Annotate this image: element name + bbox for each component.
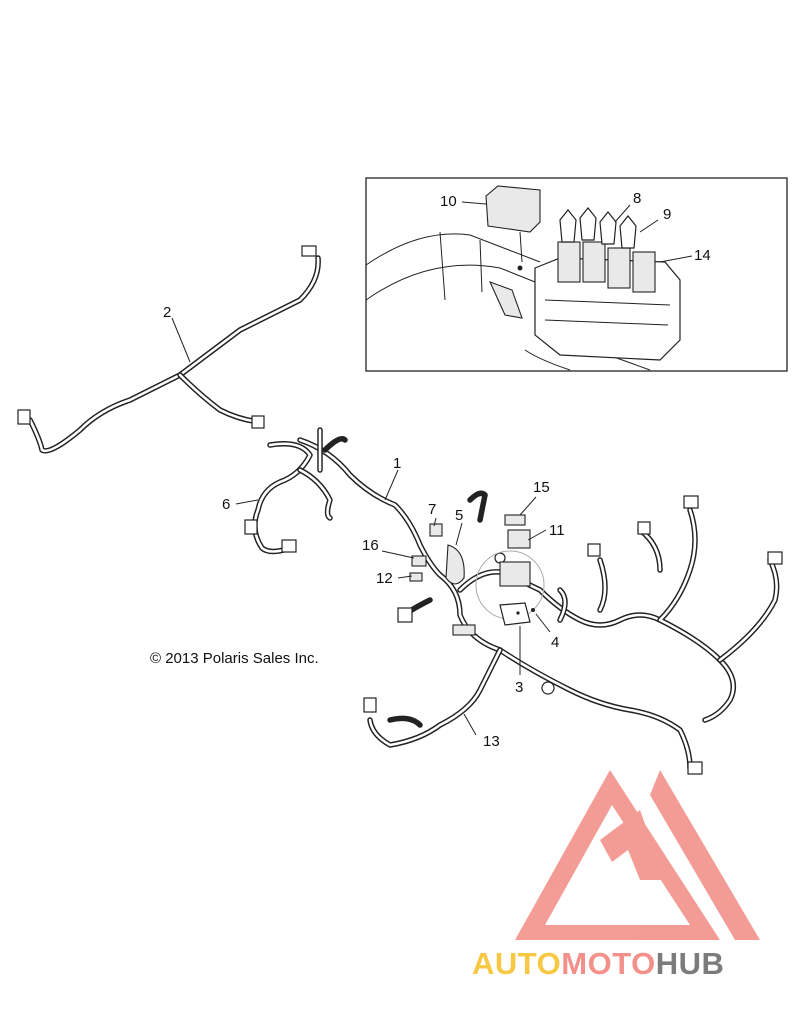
callout-9: 9 [663, 206, 672, 223]
callout-10: 10 [440, 193, 457, 210]
callout-2: 2 [163, 304, 172, 321]
callout-1: 1 [393, 455, 402, 472]
watermark-hub: HUB [655, 946, 725, 981]
harness-1 [297, 427, 783, 775]
callout-11: 11 [549, 522, 565, 539]
callout-14: 14 [694, 247, 711, 264]
relay-box-inset [365, 177, 788, 372]
harness-13 [363, 647, 503, 748]
watermark-moto: MOTO [561, 946, 656, 981]
harness-6 [235, 441, 333, 555]
copyright-notice: © 2013 Polaris Sales Inc. [150, 650, 319, 667]
small-parts [381, 490, 551, 675]
callout-15: 15 [533, 479, 550, 496]
callout-13: 13 [483, 733, 500, 750]
harness-2 [17, 245, 321, 454]
callout-12: 12 [376, 570, 393, 587]
callout-5: 5 [455, 507, 464, 524]
callout-6: 6 [222, 496, 231, 513]
automotohub-logo [515, 770, 760, 940]
callout-7: 7 [428, 501, 437, 518]
callout-4: 4 [551, 634, 560, 651]
callout-8: 8 [633, 190, 642, 207]
watermark-text: AUTOMOTOHUB [472, 946, 724, 982]
watermark-auto: AUTO [472, 946, 562, 981]
callout-16: 16 [362, 537, 379, 554]
callout-3: 3 [515, 679, 524, 696]
